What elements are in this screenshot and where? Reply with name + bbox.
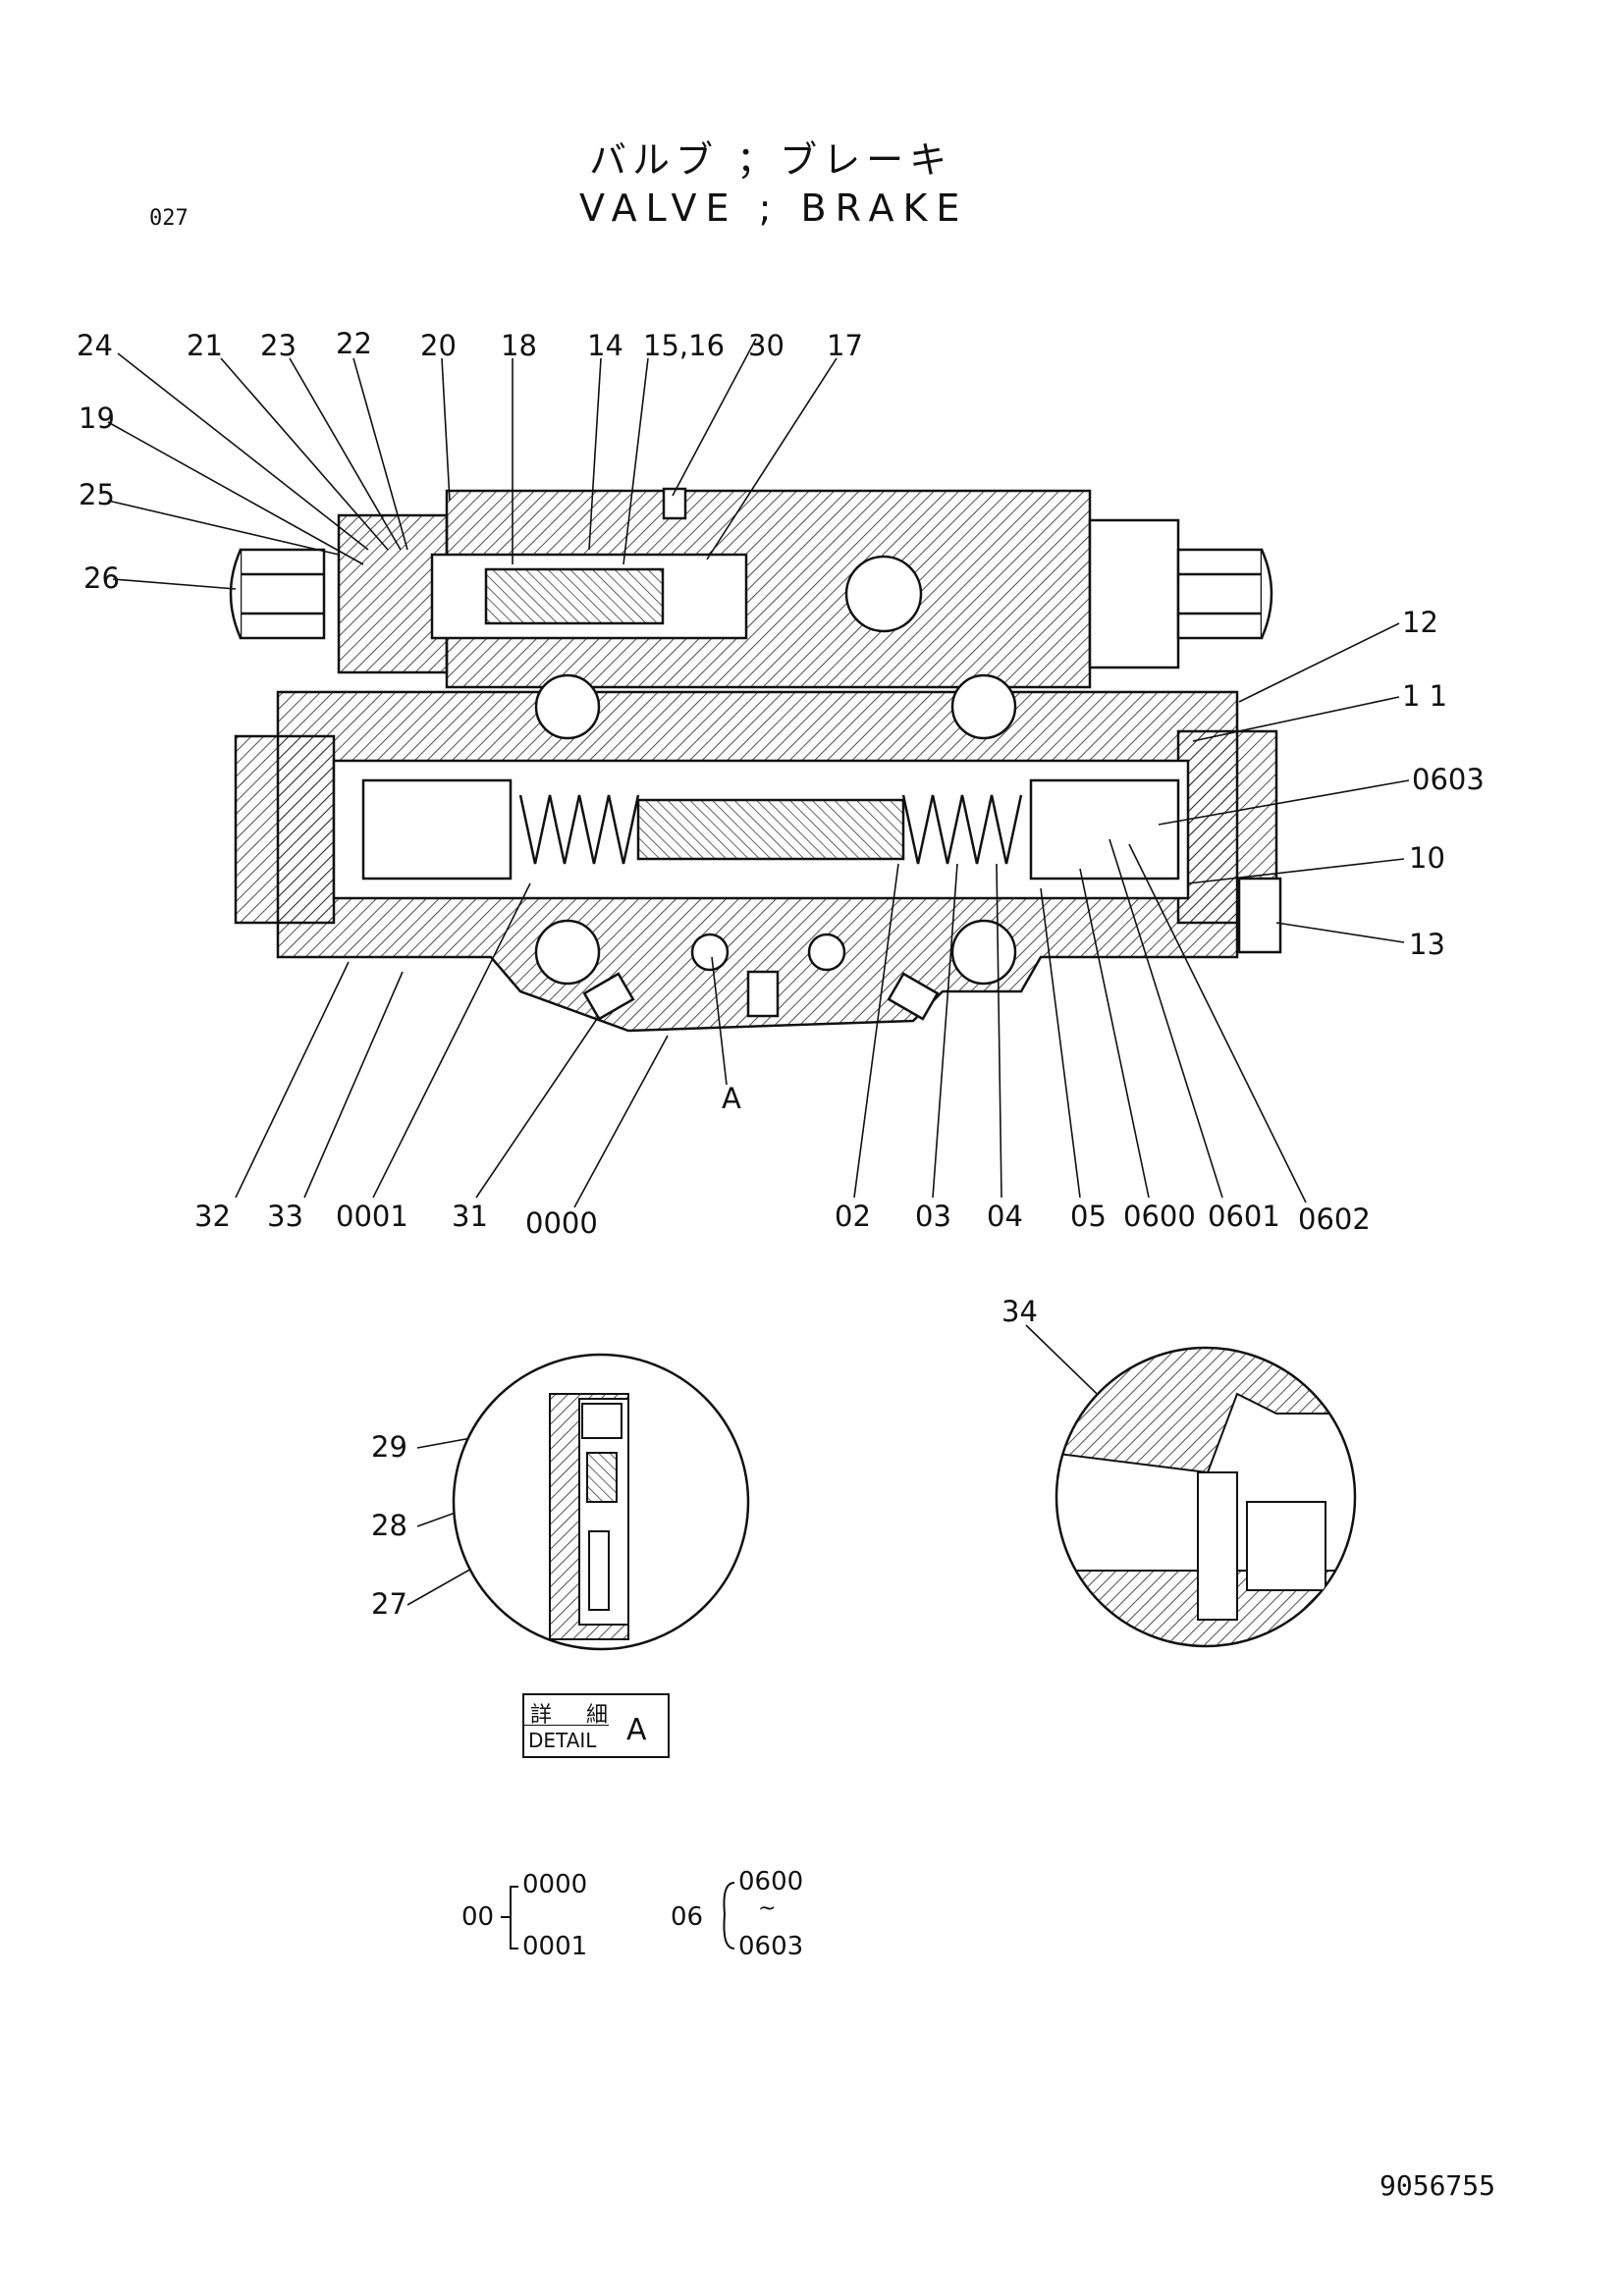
detail-34-view bbox=[1055, 1346, 1357, 1648]
center-plug bbox=[746, 970, 780, 1018]
callout-0001: 0001 bbox=[336, 1200, 408, 1233]
title-japanese: バルブ ；ブレーキ bbox=[589, 138, 953, 182]
callout-14: 14 bbox=[587, 329, 623, 362]
port-top-block bbox=[844, 555, 923, 633]
port-upper-left bbox=[534, 673, 601, 740]
callout-23: 23 bbox=[260, 329, 297, 362]
left-cap-nut bbox=[239, 548, 326, 640]
callout-0602: 0602 bbox=[1298, 1202, 1371, 1236]
left-orifice-plug bbox=[582, 972, 635, 1021]
callout-0000: 0000 bbox=[525, 1206, 598, 1240]
left-spring bbox=[518, 794, 640, 865]
callout-11: 1 1 bbox=[1402, 679, 1448, 713]
document-number: 9056755 bbox=[1380, 2169, 1496, 2202]
legend-06-from: 0600 bbox=[738, 1867, 804, 1896]
legend-braces bbox=[501, 1882, 735, 1949]
spool bbox=[636, 798, 905, 861]
callout-13: 13 bbox=[1409, 928, 1445, 961]
callout-29: 29 bbox=[371, 1430, 407, 1464]
callout-34: 34 bbox=[1001, 1295, 1038, 1328]
callout-a: A bbox=[722, 1082, 741, 1115]
detail-label-divider bbox=[524, 1725, 609, 1726]
callout-0601: 0601 bbox=[1208, 1200, 1280, 1233]
callout-24: 24 bbox=[77, 329, 113, 362]
callout-03: 03 bbox=[915, 1200, 951, 1233]
port-lower-left bbox=[534, 919, 601, 986]
callout-04: 04 bbox=[987, 1200, 1023, 1233]
side-plate bbox=[1237, 877, 1282, 954]
right-spring bbox=[901, 794, 1023, 865]
callout-19: 19 bbox=[79, 401, 115, 435]
right-orifice-plug bbox=[887, 972, 940, 1021]
callout-31: 31 bbox=[452, 1200, 488, 1233]
legend-00-key: 00 bbox=[461, 1902, 495, 1932]
page-number: 027 bbox=[149, 206, 189, 231]
legend-00-item-0000: 0000 bbox=[522, 1870, 588, 1899]
callout-0603: 0603 bbox=[1412, 763, 1485, 796]
callout-26: 26 bbox=[83, 561, 120, 595]
callout-30: 30 bbox=[748, 329, 784, 362]
top-plug bbox=[662, 487, 687, 520]
callout-33: 33 bbox=[267, 1200, 303, 1233]
detail-label-japanese: 詳 細 bbox=[530, 1703, 622, 1728]
port-upper-right bbox=[950, 673, 1017, 740]
callout-17: 17 bbox=[827, 329, 863, 362]
port-lower-right bbox=[950, 919, 1017, 986]
left-end-cap bbox=[234, 734, 336, 925]
detail-a-view bbox=[452, 1353, 750, 1651]
callout-28: 28 bbox=[371, 1509, 407, 1542]
title-english: VALVE ; BRAKE bbox=[579, 187, 969, 230]
right-nut-housing bbox=[1088, 518, 1180, 669]
legend-00-item-0001: 0001 bbox=[522, 1932, 588, 1961]
legend-06-to: 0603 bbox=[738, 1932, 804, 1961]
callout-02: 02 bbox=[835, 1200, 871, 1233]
detail-a-label: 詳 細 DETAIL A bbox=[522, 1693, 670, 1758]
callout-0600: 0600 bbox=[1123, 1200, 1196, 1233]
callout-18: 18 bbox=[501, 329, 537, 362]
callout-32: 32 bbox=[194, 1200, 231, 1233]
callout-21: 21 bbox=[187, 329, 223, 362]
detail-label-letter: A bbox=[626, 1713, 647, 1747]
detail-label-english: DETAIL bbox=[528, 1729, 597, 1752]
callout-22: 22 bbox=[336, 327, 372, 360]
callout-25: 25 bbox=[79, 478, 115, 511]
callout-12: 12 bbox=[1402, 606, 1438, 639]
legend-06-tilde: ~ bbox=[758, 1896, 777, 1921]
callout-20: 20 bbox=[420, 329, 457, 362]
callout-10: 10 bbox=[1409, 841, 1445, 875]
callout-05: 05 bbox=[1070, 1200, 1107, 1233]
callout-15-16: 15,16 bbox=[643, 329, 726, 362]
right-cap-nut bbox=[1176, 548, 1264, 640]
callout-27: 27 bbox=[371, 1587, 407, 1621]
legend-06-key: 06 bbox=[671, 1902, 704, 1932]
